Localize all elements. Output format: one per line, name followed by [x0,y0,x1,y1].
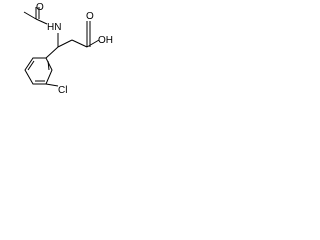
bond-acetyl-to-nh [35,18,48,25]
atom-label-carbonyl-o-acid: O [86,11,94,22]
atom-label-oh: OH [98,35,113,46]
atom-label-carbonyl-o-acetyl: O [36,2,44,13]
bond-ch-to-ring [45,46,59,59]
structure-diagram: O HN O OH Cl [23,2,113,96]
bond-carboxyl-to-oh [86,39,100,48]
atom-label-cl: Cl [58,85,67,96]
bond-ch2-to-carboxyl [71,39,88,48]
chemical-structure: O HN O OH Cl [0,0,121,103]
atom-label-nh: HN [47,22,61,33]
ring-double-bond-1 [27,60,35,71]
ring-double-bond-3 [47,60,50,71]
bond-acetyl-methyl [23,11,37,20]
bond-ch-to-ch2 [57,39,73,48]
bond-ring-to-cl [45,83,59,87]
benzene-ring [24,57,53,85]
